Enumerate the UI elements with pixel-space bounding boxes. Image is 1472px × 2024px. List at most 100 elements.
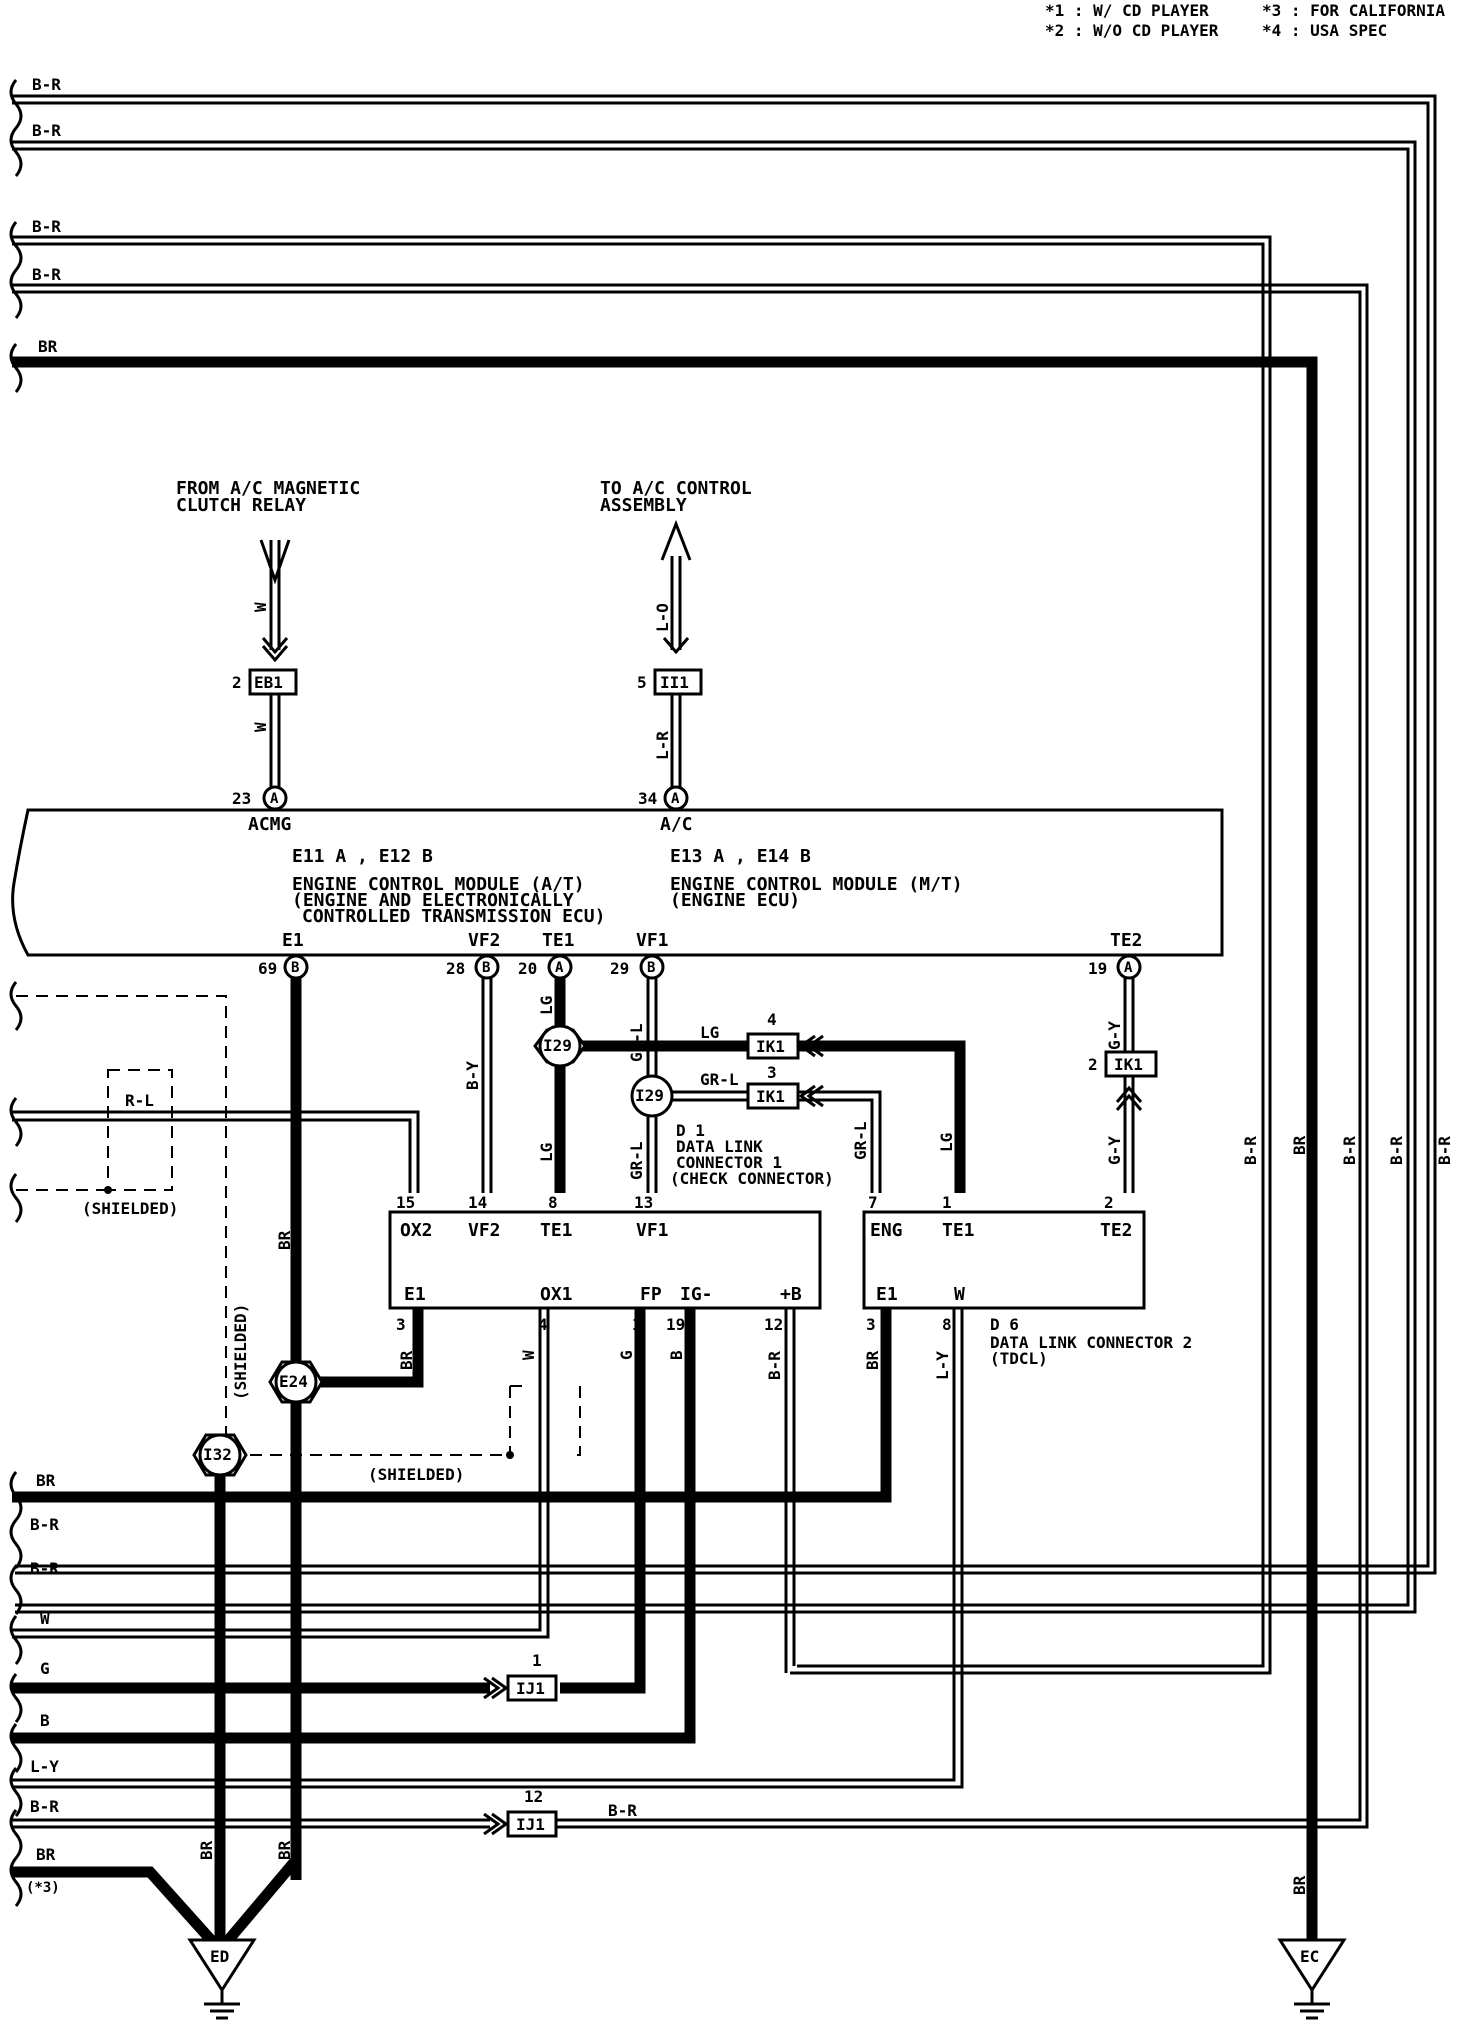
junction-i29-b: I29 (630, 1074, 674, 1118)
dlc1-name-ox1: OX1 (540, 1284, 573, 1305)
wire-label-top-3: B-R (32, 217, 61, 236)
ecm-top-pins: 23 A 34 A (232, 785, 689, 811)
from-acmag-line1: FROM A/C MAGNETIC (176, 478, 360, 499)
ecm-pin-ac: A/C (660, 814, 693, 835)
pin-29-num: 29 (610, 959, 629, 978)
dlc2-name-e1: E1 (876, 1284, 898, 1305)
lb-9: BR (36, 1845, 56, 1864)
dlc1-bpin-12: 12 (764, 1315, 783, 1334)
wire-label-rl: R-L (125, 1091, 154, 1110)
ecm-box: ACMG A/C E11 A , E12 B E13 A , E14 B ENG… (11, 808, 1224, 957)
dlc2-name-eng: ENG (870, 1220, 903, 1241)
i29a-label: I29 (543, 1036, 572, 1055)
ed-label: ED (210, 1947, 229, 1966)
ecm-at-ref: E11 A , E12 B (292, 846, 433, 867)
wire-label-grl-4: GR-L (851, 1121, 870, 1160)
pin-28-num: 28 (446, 959, 465, 978)
wire-label-by: B-Y (463, 1061, 482, 1090)
dlc1-bpin-19: 19 (666, 1315, 685, 1334)
wire-label-br-plusb: B-R (765, 1351, 784, 1380)
wire-label-top-4: B-R (32, 265, 61, 284)
pin-28-conn: B (482, 960, 490, 976)
lb-5: G (40, 1659, 50, 1678)
dlc1-name-vf2: VF2 (468, 1220, 501, 1241)
ecm-bottom-pins: 69 B 28 B 20 A 29 B 19 A (258, 954, 1142, 980)
wire-label-gy-1: G-Y (1105, 1021, 1124, 1050)
wire-label-top-1: B-R (32, 75, 61, 94)
connector-ik1-b: 3 IK1 (746, 1063, 824, 1110)
lb-2: B-R (30, 1515, 59, 1534)
ecm-mt-title-1: ENGINE CONTROL MODULE (M/T) (670, 874, 963, 895)
wire-label-gy-2: G-Y (1105, 1136, 1124, 1165)
wire-label-v-br-4: B-R (1387, 1136, 1406, 1165)
junction-i29-a: I29 (533, 1024, 587, 1068)
connector-ik1-c: 2 IK1 (1088, 1050, 1158, 1078)
dlc2-bpin-3: 3 (866, 1315, 876, 1334)
lb-8: B-R (30, 1797, 59, 1816)
wire-label-grl-1: GR-L (627, 1023, 646, 1062)
ec-label: EC (1300, 1947, 1319, 1966)
ik1a-label: IK1 (756, 1037, 785, 1056)
ecm-mt-ref: E13 A , E14 B (670, 846, 811, 867)
wire-label-top-2: B-R (32, 121, 61, 140)
ij1b-num: 12 (524, 1787, 543, 1806)
from-acmag-relay: FROM A/C MAGNETIC CLUTCH RELAY W (176, 478, 360, 663)
ii1-num: 5 (637, 673, 647, 692)
wire-label-ly: L-Y (933, 1351, 952, 1380)
lb-4: W (40, 1609, 50, 1628)
wire-label-br-e24: BR (397, 1350, 416, 1370)
ground-ec: EC (1277, 1938, 1347, 2020)
to-ac-line1: TO A/C CONTROL (600, 478, 752, 499)
wire-label-lr: L-R (653, 731, 672, 760)
lb-6: B (40, 1711, 50, 1730)
wire-label-br-ed2: BR (275, 1840, 294, 1860)
pin-29-conn: B (647, 960, 655, 976)
wire-label-g: G (617, 1350, 636, 1360)
connector-ii1: 5 II1 L-R (637, 668, 703, 795)
eb1-label: EB1 (254, 673, 283, 692)
pin-34-num: 34 (638, 789, 657, 808)
ecm-pin-vf1: VF1 (636, 930, 669, 951)
dlc2-ref: D 6 (990, 1315, 1019, 1334)
dlc2-pin-1: 1 (942, 1193, 952, 1212)
wire-label-w-2: W (251, 722, 270, 732)
dlc1-title-3: (CHECK CONNECTOR) (670, 1169, 834, 1188)
dlc2-name-te1: TE1 (942, 1220, 975, 1241)
left-break-marks (9, 79, 23, 393)
ik1b-num: 3 (767, 1063, 777, 1082)
dlc1-bpin-3: 3 (396, 1315, 406, 1334)
wire-label-br-ed1: BR (197, 1840, 216, 1860)
dlc1-name-ox2: OX2 (400, 1220, 433, 1241)
dlc1-name-ig: IG- (680, 1284, 713, 1305)
dlc1-name-b: +B (780, 1284, 802, 1305)
vf2-wire: B-Y (463, 978, 493, 1193)
shielded-label-1: (SHIELDED) (82, 1199, 178, 1218)
dlc1-pin-13: 13 (634, 1193, 653, 1212)
pin-69-num: 69 (258, 959, 277, 978)
dlc1-ref: D 1 (676, 1121, 705, 1140)
bottom-wiring: W G B B-R BR L-Y B-R BR (12, 1308, 964, 1954)
ecm-at-title-3: CONTROLLED TRANSMISSION ECU) (302, 906, 605, 927)
dlc2-bpin-8: 8 (942, 1315, 952, 1334)
wire-label-w-ox1: W (519, 1350, 538, 1360)
wire-label-lg-2: LG (537, 1143, 556, 1162)
dlc1-name-vf1: VF1 (636, 1220, 669, 1241)
dlc1-name-te1: TE1 (540, 1220, 573, 1241)
i29b-label: I29 (635, 1086, 664, 1105)
wire-label-lg-1: LG (537, 996, 556, 1015)
shielded-label-3: (SHIELDED) (368, 1465, 464, 1484)
e1-ground-wiring: BR BR BR (215, 978, 424, 1954)
pin-19-conn: A (1124, 960, 1133, 976)
from-acmag-line2: CLUTCH RELAY (176, 495, 306, 516)
ecm-pin-acmg: ACMG (248, 814, 291, 835)
wire-label-grl-3: GR-L (700, 1070, 739, 1089)
wire-label-br-e1: BR (275, 1230, 294, 1250)
wire-label-br-ij1: B-R (608, 1801, 637, 1820)
dlc1-pin-15: 15 (396, 1193, 415, 1212)
te2-wire: G-Y G-Y (1105, 978, 1143, 1193)
dlc1-pin-8: 8 (548, 1193, 558, 1212)
ij1b-label: IJ1 (516, 1815, 545, 1834)
ecm-pin-te2: TE2 (1110, 930, 1143, 951)
note-1: *1 : W/ CD PLAYER (1045, 1, 1209, 20)
